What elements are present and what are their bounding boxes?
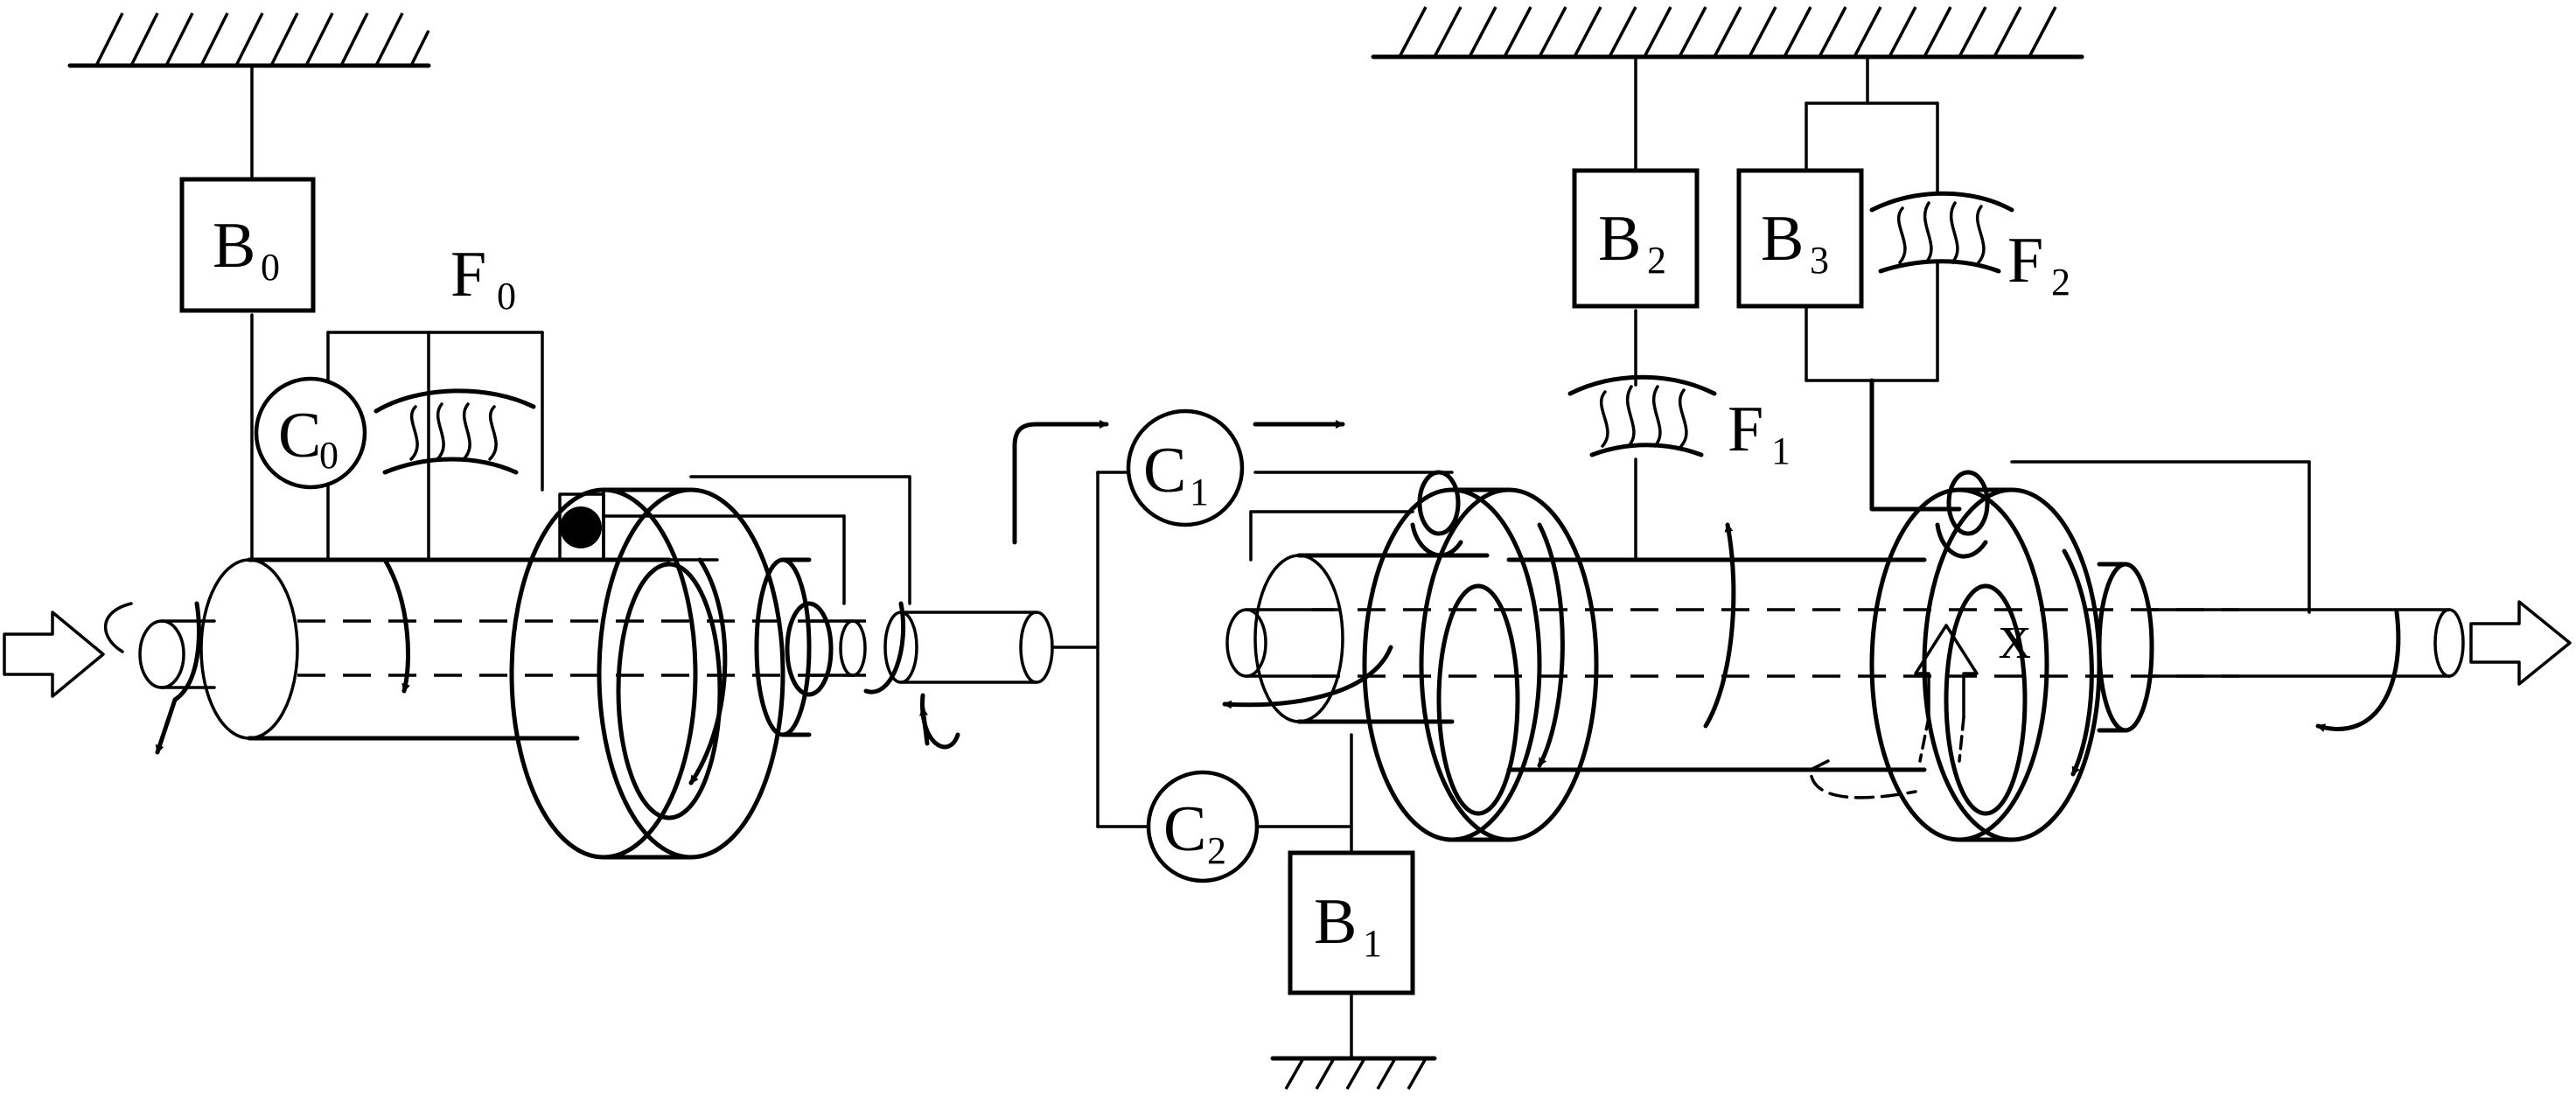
input-arrow-icon [3,611,105,698]
clutch-c0: C 0 [254,376,367,490]
svg-text:F: F [1728,394,1763,465]
freewheel-f2: F 2 [1869,191,2070,304]
brake-b0: B 0 [179,177,316,313]
right-gearset [1222,55,2572,842]
ground-left [67,12,431,68]
svg-text:C: C [278,400,321,471]
svg-text:C: C [1143,435,1186,506]
freewheel-f0: F 0 [373,239,536,475]
x-direction-arrow-icon [1914,624,1979,719]
left-gearset [3,64,911,860]
middle-shaft [883,420,1454,1060]
x-label: x [1999,601,2031,673]
output-arrow-icon [2469,600,2572,686]
svg-text:B: B [1314,886,1357,958]
svg-text:B: B [213,210,255,282]
brake-b2: B 2 [1572,168,1700,309]
svg-text:0: 0 [497,275,516,318]
svg-text:1: 1 [1363,922,1382,965]
svg-text:C: C [1163,793,1206,865]
svg-text:B: B [1761,203,1804,275]
clutch-c2: C 2 [1146,770,1260,883]
freewheel-f1: F 1 [1567,374,1791,472]
svg-text:B: B [1598,203,1641,275]
brake-b3: B 3 [1736,168,1864,309]
svg-text:1: 1 [1190,471,1209,513]
svg-text:F: F [450,239,486,311]
svg-text:1: 1 [1771,429,1791,472]
svg-text:2: 2 [1647,239,1666,282]
svg-text:0: 0 [261,246,280,289]
svg-text:F: F [2007,225,2043,297]
svg-text:2: 2 [1207,829,1226,872]
clutch-c1: C 1 [1126,408,1245,527]
svg-text:0: 0 [319,434,339,477]
svg-text:3: 3 [1810,239,1829,282]
brake-b1: B 1 [1288,850,1415,995]
ground-bottom [1270,1056,1437,1090]
svg-text:2: 2 [2051,261,2070,304]
ground-right [1371,6,2084,59]
